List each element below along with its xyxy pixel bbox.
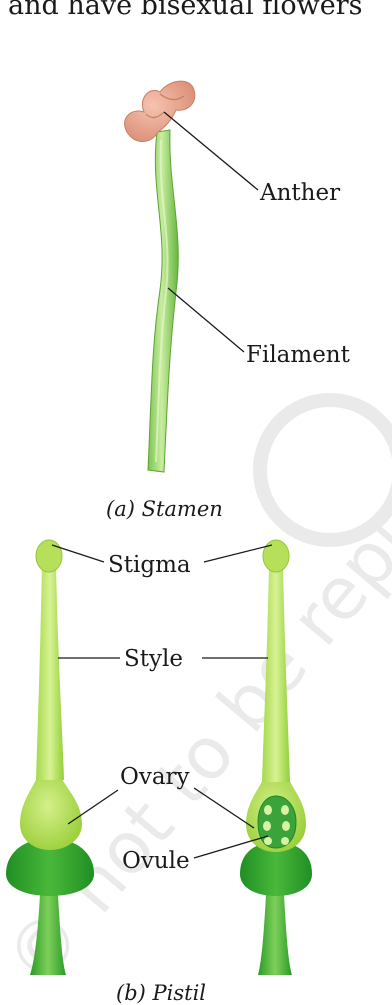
ovule-label: Ovule (122, 848, 190, 874)
right-stalk (258, 895, 292, 975)
left-ovary (20, 770, 82, 850)
ovule-4 (282, 821, 290, 831)
stigma-leader-right (204, 545, 272, 562)
header-partial-text: and have bisexual flowers (8, 0, 362, 21)
anther-label: Anther (259, 180, 340, 206)
stamen (125, 81, 195, 472)
left-stigma (36, 540, 62, 572)
stigma-label: Stigma (108, 552, 191, 578)
filament (148, 130, 178, 472)
style-label: Style (124, 646, 183, 672)
ovule-1 (264, 805, 272, 815)
anther-leader (164, 112, 258, 190)
stamen-caption: (a) Stamen (106, 497, 223, 521)
left-style (36, 565, 64, 780)
pistil-caption: (b) Pistil (116, 981, 206, 1005)
ovary-section (258, 796, 296, 848)
ovule-6 (281, 837, 289, 845)
right-stigma (263, 540, 289, 572)
ovule-3 (263, 821, 271, 831)
ovule-5 (264, 837, 272, 845)
filament-leader (168, 288, 244, 352)
ovule-2 (281, 805, 289, 815)
filament-label: Filament (246, 342, 351, 368)
ovary-label: Ovary (120, 764, 190, 790)
